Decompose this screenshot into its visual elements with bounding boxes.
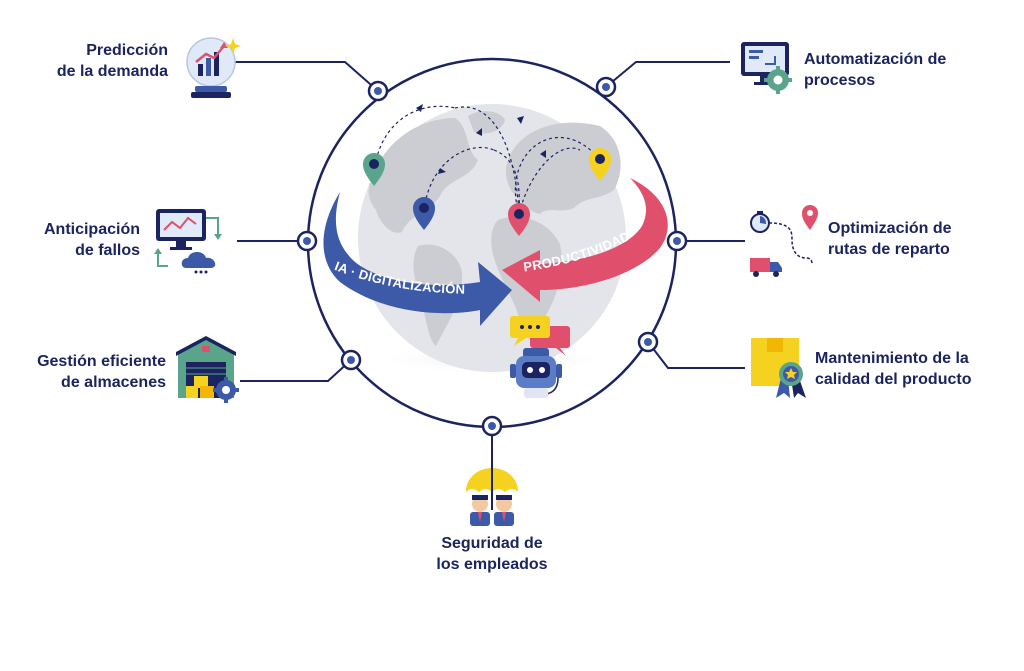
- node-failures[interactable]: [296, 230, 318, 252]
- monitor-gear-icon: [741, 42, 792, 94]
- flight-arrowheads: [416, 104, 546, 174]
- chat-bubbles-icon: [510, 316, 570, 356]
- pin-yellow: [589, 148, 611, 181]
- label-quality: Mantenimiento de la calidad del producto: [815, 350, 972, 388]
- quality-box-icon: [751, 338, 806, 398]
- node-demand[interactable]: [367, 80, 389, 102]
- connector-warehouse: [240, 359, 352, 382]
- label-automation: Automatización de procesos: [804, 51, 947, 89]
- connector-lines: [235, 61, 745, 472]
- globe: [358, 104, 626, 374]
- pin-navy: [413, 197, 435, 230]
- node-routes[interactable]: [666, 230, 688, 252]
- monitor-cloud-icon: [154, 209, 222, 274]
- connector-automation: [605, 61, 730, 88]
- connector-demand: [235, 61, 379, 92]
- land-eurasia: [505, 122, 621, 214]
- robot-icon: [510, 348, 562, 398]
- label-failures: Anticipación de fallos: [43, 221, 140, 259]
- label-warehouse: Gestión eficiente de almacenes: [37, 353, 166, 391]
- land-greenland: [468, 111, 505, 134]
- crystal-ball-chart-icon: [186, 37, 241, 98]
- node-warehouse[interactable]: [340, 349, 362, 371]
- warehouse-icon: [176, 336, 239, 403]
- pin-red: [508, 203, 530, 236]
- ring-nodes: [296, 76, 688, 437]
- label-demand: Predicción de la demanda: [56, 42, 168, 80]
- umbrella-workers-icon: [466, 468, 518, 526]
- connector-quality: [647, 341, 745, 369]
- node-quality[interactable]: [637, 331, 659, 353]
- land-north-america: [368, 118, 478, 233]
- node-safety[interactable]: [481, 415, 503, 437]
- node-automation[interactable]: [595, 76, 617, 98]
- pin-teal: [363, 153, 385, 186]
- label-safety: Seguridad de los empleados: [436, 535, 548, 573]
- label-routes: Optimización de rutas de reparto: [828, 220, 952, 258]
- delivery-route-icon: [750, 205, 818, 277]
